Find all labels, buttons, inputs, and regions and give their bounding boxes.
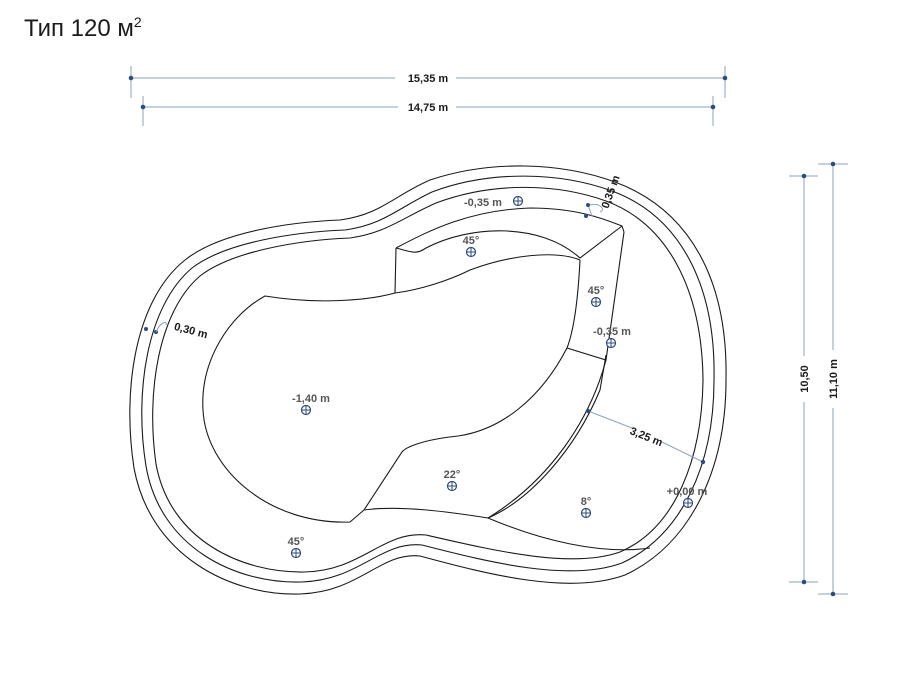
- pool-outline: [129, 165, 727, 595]
- beach-edge: [486, 359, 651, 551]
- wall-left-label: 0,30 m: [173, 321, 209, 342]
- outer-edge: [129, 165, 727, 595]
- beach-depth-marker: [682, 497, 694, 509]
- beach-depth-label: +0,00 m: [667, 486, 708, 498]
- right-step-edge: [566, 231, 625, 361]
- wall-inner-edge: [152, 186, 704, 573]
- deep-depth-marker: [300, 404, 312, 416]
- top-step-depth-marker: [512, 195, 524, 207]
- top-step-inner: [395, 225, 623, 259]
- mid-slope-marker: [446, 480, 458, 492]
- beach-slope-marker: [580, 507, 592, 519]
- bottom-left-angle-marker: [290, 547, 302, 559]
- right-step-depth-marker: [605, 337, 617, 349]
- top-step-angle-marker: [465, 246, 477, 258]
- step-width-label: 3,25 m: [628, 425, 664, 449]
- bottom-left-angle-label: 45°: [288, 536, 305, 548]
- page-title: Тип 120 м2: [24, 14, 142, 43]
- outer-width-label: 15,35 m: [408, 73, 449, 85]
- title-unit-superscript: 2: [133, 14, 142, 30]
- inner-height-label: 10,50: [799, 365, 811, 393]
- outer-height-label: 11,10 m: [828, 359, 840, 399]
- deep-depth-label: -1,40 m: [292, 393, 330, 405]
- top-step-depth-label: -0,35 m: [464, 197, 502, 209]
- top-step-edge: [395, 207, 625, 249]
- right-step-depth-label: -0,35 m: [593, 326, 631, 338]
- slope-edge: [363, 347, 568, 511]
- deep-floor-edge: [202, 292, 607, 523]
- wall-right-label: 0,35 m: [600, 174, 623, 210]
- top-step-angle-label: 45°: [463, 235, 480, 247]
- beach-slope-label: 8°: [581, 496, 592, 508]
- inner-height-dimension: 10,50: [789, 173, 818, 585]
- coping-inner-edge: [141, 175, 715, 583]
- mid-slope-label: 22°: [444, 469, 461, 481]
- inner-width-label: 14,75 m: [408, 102, 449, 114]
- right-step-angle-label: 45°: [588, 285, 605, 297]
- right-step-angle-marker: [590, 296, 602, 308]
- title-text: Тип 120 м: [24, 15, 134, 42]
- top-step-front: [394, 247, 581, 294]
- outer-width-dimension: 15,35 m: [128, 66, 728, 98]
- step-width-dimension: 3,25 m: [585, 408, 706, 465]
- outer-height-dimension: 11,10 m: [818, 161, 848, 597]
- inner-width-dimension: 14,75 m: [140, 96, 716, 126]
